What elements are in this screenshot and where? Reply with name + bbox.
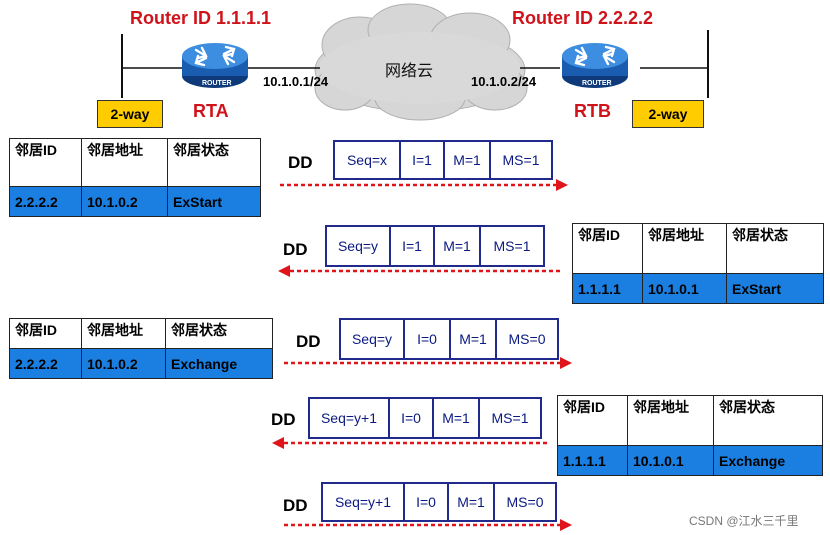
packet-field-m: M=1 bbox=[432, 397, 480, 439]
packet-field-ms: MS=0 bbox=[493, 482, 557, 522]
topology-lines bbox=[121, 3, 709, 121]
rtb-router-id: Router ID 2.2.2.2 bbox=[512, 8, 654, 28]
neighbor-table: 邻居ID 邻居地址 邻居状态 1.1.1.1 10.1.0.1 Exchange bbox=[557, 395, 823, 476]
header-neighbor-id: 邻居ID bbox=[572, 223, 643, 274]
neighbor-table: 邻居ID 邻居地址 邻居状态 2.2.2.2 10.1.0.2 Exchange bbox=[9, 318, 273, 379]
neighbor-table: 邻居ID 邻居地址 邻居状态 1.1.1.1 10.1.0.1 ExStart bbox=[572, 223, 824, 304]
neighbor-table: 邻居ID 邻居地址 邻居状态 2.2.2.2 10.1.0.2 ExStart bbox=[9, 138, 261, 217]
header-neighbor-state: 邻居状态 bbox=[167, 138, 261, 187]
arrow-left-icon bbox=[272, 437, 550, 449]
arrow-left-icon bbox=[278, 265, 562, 277]
rta-router-id: Router ID 1.1.1.1 bbox=[130, 8, 272, 28]
dd-packet: Seq=y+1 I=0 M=1 MS=0 bbox=[321, 482, 561, 522]
packet-field-m: M=1 bbox=[433, 225, 481, 267]
rtb-name: RTB bbox=[574, 101, 611, 121]
packet-field-ms: MS=1 bbox=[489, 140, 553, 180]
router-icon bbox=[182, 43, 248, 88]
header-neighbor-address: 邻居地址 bbox=[81, 318, 166, 349]
packet-field-ms: MS=1 bbox=[479, 225, 545, 267]
rta-ip: 10.1.0.1/24 bbox=[263, 74, 329, 89]
dd-label: DD bbox=[288, 153, 313, 172]
packet-field-m: M=1 bbox=[443, 140, 491, 180]
packet-field-seq: Seq=y bbox=[339, 318, 405, 360]
packet-field-ms: MS=0 bbox=[495, 318, 559, 360]
header-neighbor-address: 邻居地址 bbox=[81, 138, 168, 187]
cell-neighbor-id: 1.1.1.1 bbox=[572, 273, 643, 304]
dd-packet: Seq=x I=1 M=1 MS=1 bbox=[333, 140, 553, 180]
header-neighbor-address: 邻居地址 bbox=[627, 395, 714, 446]
header-neighbor-id: 邻居ID bbox=[557, 395, 628, 446]
cell-neighbor-state: Exchange bbox=[165, 348, 273, 379]
dd-packet: Seq=y+1 I=0 M=1 MS=1 bbox=[308, 397, 544, 439]
dd-packet: Seq=y I=0 M=1 MS=0 bbox=[339, 318, 559, 360]
arrow-right-icon bbox=[284, 519, 572, 531]
packet-field-seq: Seq=y+1 bbox=[308, 397, 390, 439]
packet-field-i: I=0 bbox=[388, 397, 434, 439]
arrow-right-icon bbox=[284, 357, 572, 369]
packet-field-seq: Seq=y+1 bbox=[321, 482, 405, 522]
cloud-label: 网络云 bbox=[385, 63, 434, 80]
rta-icon-label: ROUTER bbox=[202, 80, 232, 87]
header-neighbor-id: 邻居ID bbox=[9, 138, 82, 187]
header-neighbor-id: 邻居ID bbox=[9, 318, 82, 349]
cell-neighbor-state: ExStart bbox=[726, 273, 824, 304]
cell-neighbor-id: 2.2.2.2 bbox=[9, 186, 82, 217]
packet-field-i: I=0 bbox=[403, 318, 451, 360]
dd-label: DD bbox=[283, 240, 308, 259]
packet-field-i: I=1 bbox=[399, 140, 445, 180]
rtb-ip: 10.1.0.2/24 bbox=[471, 74, 537, 89]
header-neighbor-state: 邻居状态 bbox=[726, 223, 824, 274]
packet-field-seq: Seq=y bbox=[325, 225, 391, 267]
cell-neighbor-id: 1.1.1.1 bbox=[557, 445, 628, 476]
header-neighbor-address: 邻居地址 bbox=[642, 223, 727, 274]
cell-neighbor-id: 2.2.2.2 bbox=[9, 348, 82, 379]
cell-neighbor-address: 10.1.0.2 bbox=[81, 348, 166, 379]
packet-field-i: I=0 bbox=[403, 482, 449, 522]
cell-neighbor-address: 10.1.0.2 bbox=[81, 186, 168, 217]
rtb-state-badge: 2-way bbox=[632, 100, 704, 128]
cell-neighbor-state: Exchange bbox=[713, 445, 823, 476]
dd-label: DD bbox=[271, 410, 296, 429]
rtb-icon-label: ROUTER bbox=[582, 80, 612, 87]
packet-field-m: M=1 bbox=[447, 482, 495, 522]
dd-label: DD bbox=[296, 332, 321, 351]
dd-packet: Seq=y I=1 M=1 MS=1 bbox=[325, 225, 545, 267]
rta-state-badge: 2-way bbox=[97, 100, 163, 128]
cell-neighbor-state: ExStart bbox=[167, 186, 261, 217]
packet-field-m: M=1 bbox=[449, 318, 497, 360]
packet-field-i: I=1 bbox=[389, 225, 435, 267]
cell-neighbor-address: 10.1.0.1 bbox=[627, 445, 714, 476]
packet-field-seq: Seq=x bbox=[333, 140, 401, 180]
router-icon bbox=[562, 43, 628, 88]
rta-name: RTA bbox=[193, 101, 229, 121]
header-neighbor-state: 邻居状态 bbox=[713, 395, 823, 446]
packet-field-ms: MS=1 bbox=[478, 397, 542, 439]
arrow-right-icon bbox=[280, 179, 568, 191]
dd-label: DD bbox=[283, 496, 308, 515]
header-neighbor-state: 邻居状态 bbox=[165, 318, 273, 349]
cell-neighbor-address: 10.1.0.1 bbox=[642, 273, 727, 304]
watermark-credit: CSDN @江水三千里 bbox=[689, 514, 799, 528]
